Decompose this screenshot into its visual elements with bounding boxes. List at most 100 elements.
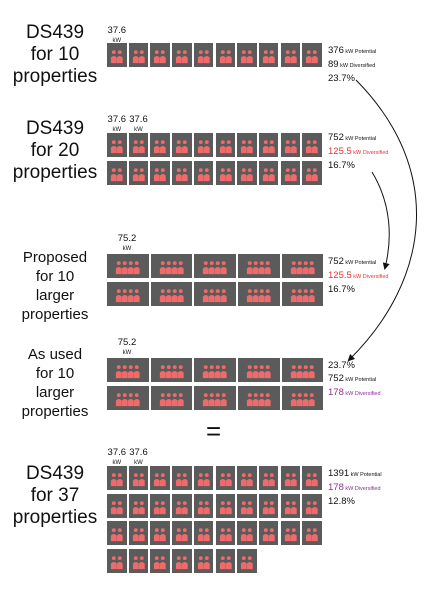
person-body: [215, 370, 222, 379]
person-icons: [290, 392, 315, 406]
person-body: [290, 478, 297, 487]
person-head: [155, 167, 160, 172]
person-body: [290, 55, 297, 64]
person-head: [111, 473, 116, 478]
person-head: [307, 528, 312, 533]
person-body: [182, 561, 188, 569]
person-head: [117, 528, 122, 533]
property-box: [172, 466, 192, 490]
person-icons: [306, 528, 318, 542]
person-body: [258, 398, 265, 406]
property-box: [237, 133, 257, 157]
person-head: [291, 473, 296, 478]
person-body: [197, 506, 204, 514]
person-head: [263, 473, 268, 478]
person-head: [297, 365, 302, 370]
person-icons: [132, 473, 145, 487]
section-title-line: DS439: [25, 22, 85, 43]
person-head: [176, 555, 181, 560]
person-body: [262, 506, 269, 514]
person-icons: [262, 167, 275, 181]
stat-value: 752: [328, 373, 344, 384]
property-box: [302, 43, 322, 67]
section-title-line: properties: [12, 66, 98, 87]
person-head: [247, 365, 252, 370]
person-icons: [132, 50, 145, 64]
person-body: [160, 561, 167, 569]
person-head: [176, 50, 181, 55]
person-head: [242, 528, 246, 533]
person-body: [296, 294, 303, 302]
person-head: [265, 365, 270, 370]
kw-unit: kW: [112, 38, 122, 44]
property-box: [128, 493, 149, 518]
person-head: [155, 473, 160, 478]
property-box: [107, 493, 127, 518]
person-body: [290, 266, 297, 275]
person-head: [122, 288, 127, 293]
person-icons: [241, 555, 253, 569]
person-icons: [132, 500, 145, 514]
kw-unit: kW: [134, 127, 143, 133]
person-head: [297, 261, 302, 266]
section-title-line: larger: [35, 384, 75, 401]
person-body: [225, 55, 232, 64]
property-box: [172, 160, 192, 185]
property-box: [128, 160, 149, 185]
person-body: [138, 478, 145, 487]
person-head: [259, 288, 264, 293]
property-box: [302, 160, 322, 185]
property-box: [194, 281, 236, 306]
person-body: [171, 294, 178, 302]
person-head: [139, 528, 144, 533]
person-head: [134, 392, 139, 397]
person-head: [176, 167, 181, 172]
person-body: [296, 266, 303, 275]
person-head: [248, 528, 252, 533]
person-body: [252, 294, 259, 302]
property-box: [258, 43, 279, 67]
person-head: [204, 555, 209, 560]
stat-value: 12.8%: [328, 496, 355, 507]
kw-value: 37.6: [129, 447, 148, 458]
person-body: [132, 561, 139, 569]
person-body: [215, 266, 222, 275]
property-box: [238, 254, 280, 278]
person-body: [132, 506, 139, 514]
person-head: [248, 50, 252, 55]
person-body: [219, 506, 226, 514]
person-head: [198, 167, 203, 172]
person-head: [242, 473, 246, 478]
person-body: [154, 561, 161, 569]
person-head: [291, 500, 296, 505]
kw-value: 75.2: [117, 233, 137, 244]
stat-value: 125.5: [328, 270, 352, 281]
person-head: [263, 528, 268, 533]
person-head: [172, 261, 177, 266]
property-box: [128, 133, 149, 157]
person-head: [285, 473, 290, 478]
person-head: [269, 167, 274, 172]
person-head: [313, 473, 318, 478]
person-head: [204, 500, 209, 505]
person-head: [291, 392, 296, 397]
property-box: [280, 493, 301, 518]
section-title-line: for 20: [30, 140, 80, 161]
stat-line: 23.7%: [328, 73, 376, 84]
person-body: [127, 294, 134, 302]
person-body: [302, 370, 309, 379]
property-box: [237, 466, 257, 490]
person-icons: [306, 167, 318, 181]
person-head: [242, 555, 246, 560]
person-body: [127, 266, 134, 275]
stat-unit: kW Potential: [343, 377, 377, 383]
property-box: [237, 493, 257, 518]
person-icons: [176, 500, 188, 514]
person-head: [291, 167, 296, 172]
person-body: [219, 55, 226, 64]
person-body: [290, 173, 297, 181]
stat-value: 752: [328, 256, 344, 267]
